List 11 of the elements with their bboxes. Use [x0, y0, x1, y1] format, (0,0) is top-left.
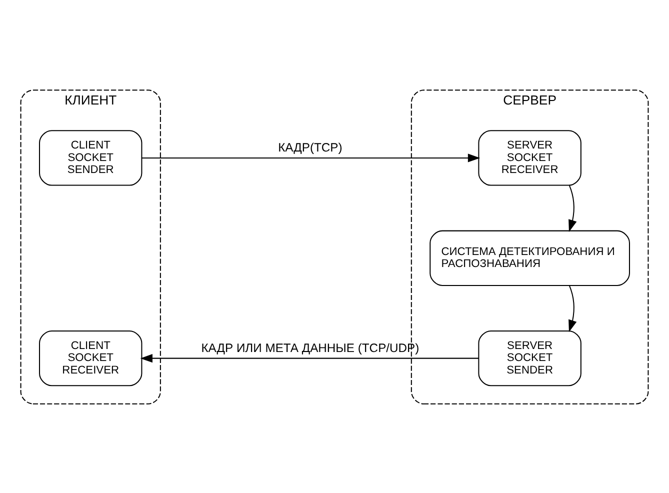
arrow: [568, 184, 577, 232]
node-box: CLIENT SOCKET SENDER: [39, 130, 142, 186]
node-box: CLIENT SOCKET RECEIVER: [39, 330, 142, 386]
arrow: [140, 354, 479, 362]
arrow: [568, 285, 577, 332]
node-box: SERVER SOCKET RECEIVER: [478, 130, 582, 186]
node-box: СИСТЕМА ДЕТЕКТИРОВАНИЯ И РАСПОЗНАВАНИЯ: [430, 230, 630, 286]
arrow: [142, 153, 480, 162]
node-box: SERVER SOCKET SENDER: [478, 330, 582, 386]
edge-label: КАДР(TCP): [278, 140, 342, 154]
edge-label: КАДР ИЛИ МЕТА ДАННЫЕ (TCP/UDP): [201, 340, 420, 354]
